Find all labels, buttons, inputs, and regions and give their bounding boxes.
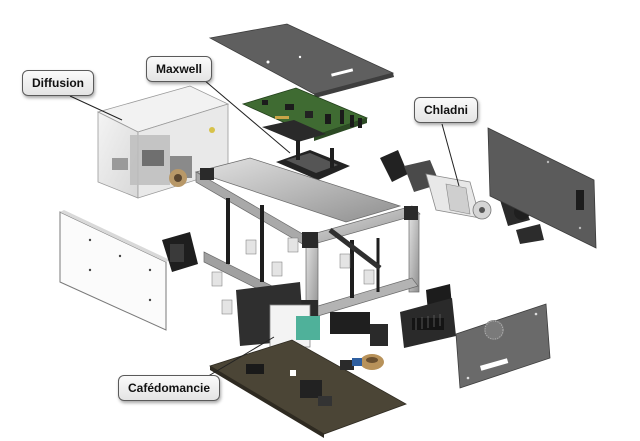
chladni-leader-line	[441, 123, 460, 187]
aluminum-frame	[194, 157, 421, 323]
right-back-panel	[487, 127, 597, 249]
bottom-plate	[209, 339, 407, 438]
cafedomancie-leader-line	[204, 336, 275, 379]
diffusion-leader-line	[69, 95, 123, 121]
front-right-panel	[455, 303, 551, 389]
vent-grille	[400, 284, 456, 348]
lower-internals	[236, 282, 388, 348]
maxwell-label: Maxwell	[146, 56, 213, 82]
left-side-panel	[59, 210, 170, 331]
maxwell-pcb	[241, 87, 369, 141]
leader-lines	[69, 79, 460, 379]
left-fan-block	[162, 232, 198, 272]
diffusion-label: Diffusion	[22, 70, 94, 96]
maxwell-bracket	[262, 120, 350, 180]
maxwell-leader-line	[203, 79, 291, 154]
chladni-label: Chladni	[414, 97, 478, 123]
cafedomancie-label: Cafédomancie	[118, 375, 221, 401]
top-panel	[208, 23, 395, 98]
